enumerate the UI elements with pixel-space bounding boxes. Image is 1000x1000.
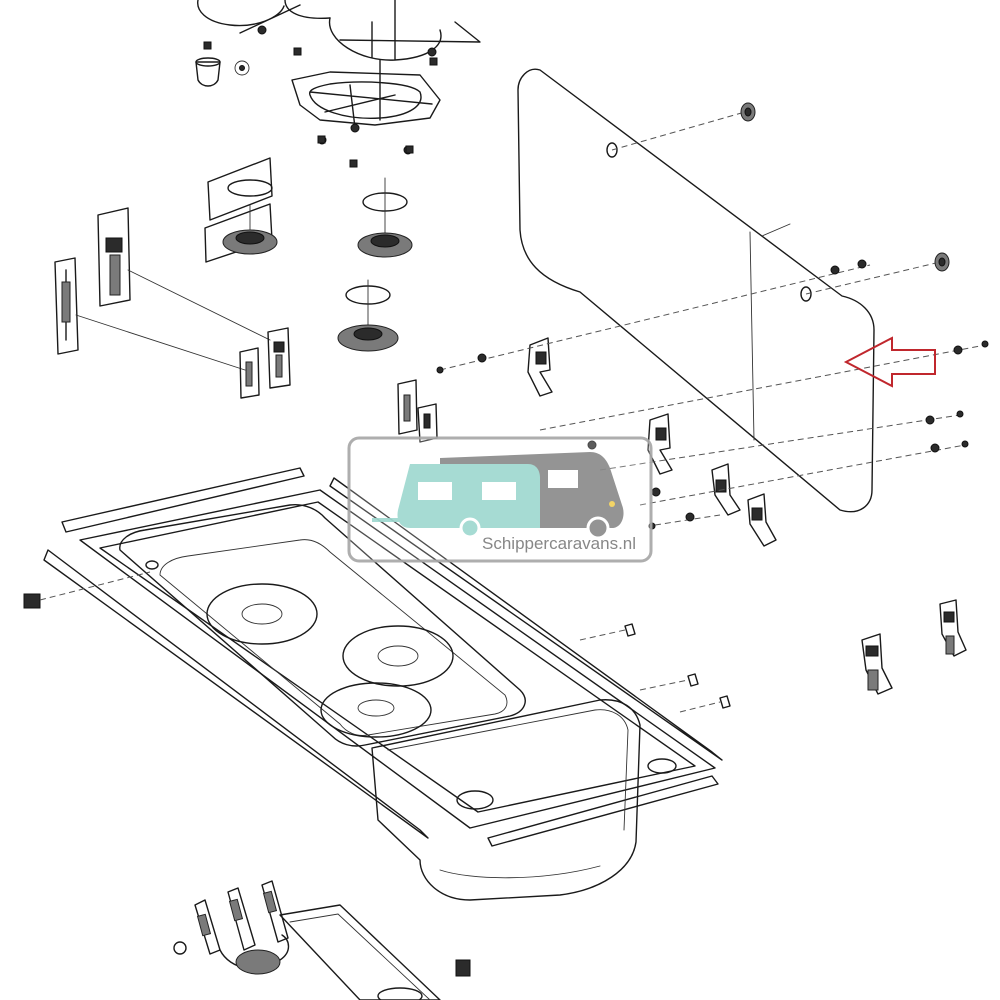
hob-sink-combination (43, 467, 731, 901)
watermark-text: Schippercaravans.nl (482, 534, 636, 553)
spare-hinges (861, 599, 967, 695)
rubber-grommet (195, 57, 250, 87)
lid-fixing-screws (436, 102, 989, 530)
red-pointer-arrow (843, 336, 936, 388)
pan-support-grids (197, 0, 481, 155)
watermark: Schippercaravans.nl (347, 436, 653, 563)
mounting-clip (23, 571, 151, 609)
caravan-icon (372, 464, 540, 539)
grid-rubber-feet (203, 41, 438, 168)
burner-caps (204, 157, 413, 352)
gas-valve-assembly (173, 880, 471, 1000)
glass-lid (517, 68, 875, 513)
